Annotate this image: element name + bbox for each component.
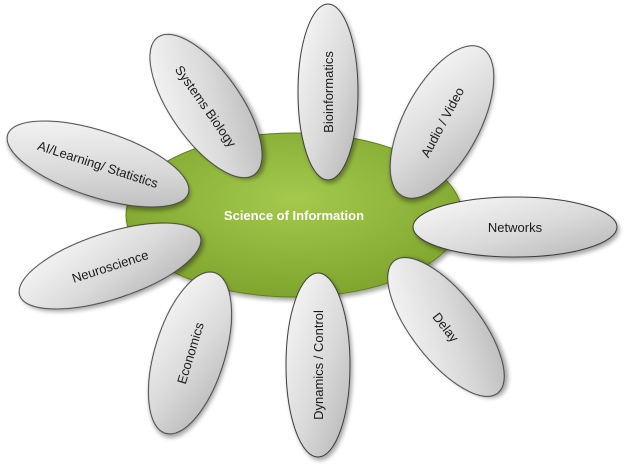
center-label: Science of Information [224,208,364,223]
petal-networks: Networks [412,196,618,258]
petal-bioinformatics: Bioinformatics [297,3,359,181]
petal-dynamics-control: Dynamics / Control [285,272,351,458]
petal-label: Dynamics / Control [311,310,326,420]
petal-neuroscience: Neuroscience [18,222,202,310]
petal-economics: Economics [147,271,233,435]
petal-delay: Delay [387,257,505,397]
petal-label: Bioinformatics [321,51,336,133]
petal-ai-learning-statistics: AI/Learning/ Statistics [6,120,190,208]
petal-label: Networks [488,220,543,235]
petal-audio-video: Audio / Video [389,45,495,199]
center-node-overlay [126,133,462,297]
